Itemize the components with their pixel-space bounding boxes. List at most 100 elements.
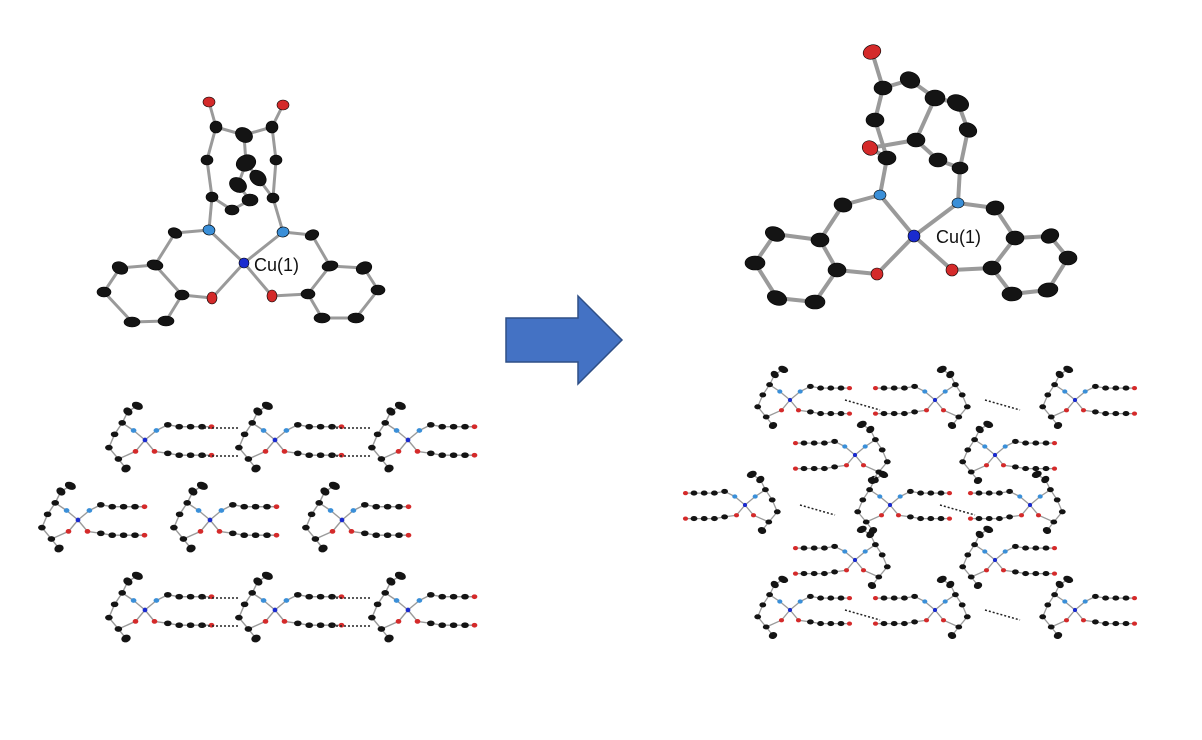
nitrogen-atom: [350, 508, 357, 513]
bond: [912, 234, 954, 272]
carbon-atom: [1092, 409, 1099, 415]
copper-atom: [852, 452, 858, 458]
carbon-atom: [778, 365, 789, 374]
carbon-atom: [229, 501, 237, 508]
carbon-atom: [1053, 631, 1063, 640]
oxygen-atom: [1035, 513, 1042, 518]
carbon-atom: [1053, 497, 1061, 503]
bond: [207, 195, 214, 232]
nitrogen-atom: [260, 428, 267, 433]
copper-atom: [1072, 607, 1078, 613]
carbon-atom: [51, 500, 59, 506]
carbon-atom: [110, 431, 119, 438]
carbon-atom: [880, 385, 888, 391]
packing-unit: [368, 401, 478, 473]
carbon-atom: [971, 437, 978, 443]
carbon-atom: [800, 545, 808, 551]
carbon-atom: [229, 530, 237, 537]
carbon-atom: [768, 497, 776, 503]
packing-unit: [754, 365, 853, 430]
carbon-atom: [890, 595, 898, 601]
oxygen-atom: [1000, 463, 1007, 468]
oxygen-atom: [945, 263, 959, 277]
carbon-atom: [821, 466, 828, 472]
carbon-atom: [1012, 438, 1019, 444]
carbon-atom: [762, 414, 770, 420]
carbon-atom: [118, 420, 126, 426]
carbon-atom: [307, 511, 316, 518]
carbon-atom: [1092, 619, 1099, 625]
hydrogen-bond: [844, 399, 881, 411]
carbon-atom: [1122, 621, 1130, 627]
carbon-atom: [186, 423, 195, 430]
oxygen-atom: [967, 516, 974, 521]
packing-unit: [170, 481, 280, 553]
nitrogen-atom: [862, 549, 868, 554]
carbon-atom: [170, 524, 178, 531]
copper-atom: [238, 257, 250, 269]
carbon-atom: [773, 509, 781, 515]
carbon-atom: [146, 259, 164, 271]
carbon-atom: [316, 423, 325, 430]
oxygen-atom: [405, 532, 412, 538]
carbon-atom: [449, 423, 458, 430]
carbon-atom: [1032, 440, 1040, 446]
carbon-atom: [175, 452, 183, 459]
carbon-atom: [64, 481, 76, 490]
carbon-atom: [1047, 487, 1054, 493]
bond: [153, 231, 177, 267]
carbon-atom: [316, 622, 325, 629]
carbon-atom: [967, 574, 975, 580]
oxygen-atom: [1080, 618, 1087, 623]
oxygen-atom: [795, 408, 802, 413]
oxygen-atom: [1063, 408, 1070, 413]
nitrogen-atom: [63, 508, 70, 513]
carbon-atom: [1047, 624, 1055, 630]
right-molecule: [744, 44, 1078, 310]
nitrogen-atom: [393, 428, 400, 433]
packing-unit: [368, 571, 478, 643]
carbon-atom: [837, 411, 845, 417]
carbon-atom: [244, 626, 253, 632]
carbon-atom: [765, 226, 785, 242]
oxygen-atom: [273, 504, 280, 510]
nitrogen-atom: [153, 598, 160, 603]
packing-unit: [854, 470, 953, 535]
carbon-atom: [854, 509, 862, 515]
oxygen-atom: [281, 619, 288, 624]
copper-atom: [787, 607, 793, 613]
carbon-atom: [906, 132, 926, 148]
oxygen-atom: [395, 619, 402, 624]
oxygen-atom: [208, 452, 215, 458]
carbon-atom: [111, 261, 129, 275]
carbon-atom: [827, 385, 835, 391]
carbon-atom: [975, 516, 983, 522]
nitrogen-atom: [218, 508, 225, 513]
nitrogen-atom: [283, 428, 290, 433]
oxygen-atom: [983, 568, 990, 573]
hydrogen-bond: [844, 609, 881, 621]
nitrogen-atom: [260, 598, 267, 603]
carbon-atom: [1012, 569, 1019, 575]
carbon-atom: [438, 593, 446, 600]
packing-unit: [792, 525, 891, 590]
carbon-atom: [361, 501, 369, 508]
bond: [875, 234, 916, 276]
carbon-atom: [975, 530, 984, 539]
carbon-atom: [449, 593, 458, 600]
carbon-atom: [700, 516, 708, 522]
packing-unit: [959, 420, 1058, 485]
carbon-atom: [427, 421, 435, 428]
carbon-atom: [186, 452, 195, 459]
nitrogen-atom: [982, 549, 988, 554]
carbon-atom: [973, 476, 983, 485]
carbon-atom: [967, 469, 975, 475]
nitrogen-atom: [1037, 494, 1043, 499]
oxygen-atom: [792, 466, 799, 471]
carbon-atom: [1063, 365, 1074, 374]
carbon-atom: [911, 593, 918, 599]
oxygen-atom: [1051, 466, 1058, 471]
oxygen-atom: [414, 619, 421, 624]
copper-atom: [1072, 397, 1078, 403]
carbon-atom: [164, 620, 172, 627]
